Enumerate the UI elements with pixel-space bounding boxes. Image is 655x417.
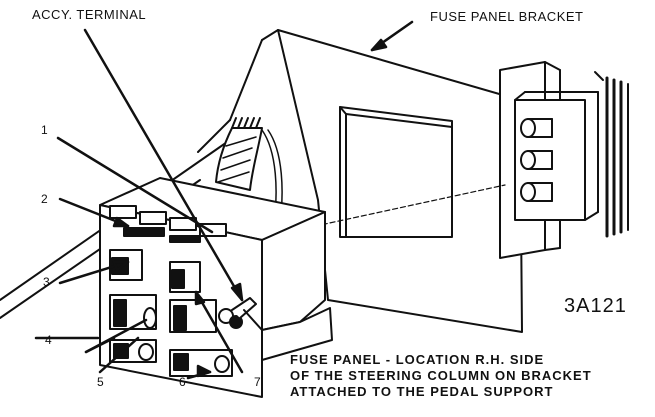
- caption-line-2: OF THE STEERING COLUMN ON BRACKET: [290, 368, 592, 383]
- callout-7: 7: [254, 375, 261, 389]
- figure-code: 3A121: [564, 295, 627, 317]
- accy-terminal-label: ACCY. TERMINAL: [32, 7, 147, 22]
- fuse-panel-body: [99, 177, 333, 398]
- bulkhead-connector: [499, 61, 629, 259]
- callout-3: 3: [43, 275, 50, 289]
- caption-line-1: FUSE PANEL - LOCATION R.H. SIDE: [290, 352, 545, 367]
- fuse-panel-bracket-label: FUSE PANEL BRACKET: [430, 9, 584, 24]
- fuse-panel-bracket: [0, 29, 523, 333]
- callout-6: 6: [179, 375, 186, 389]
- callout-2: 2: [41, 192, 48, 206]
- caption-line-3: ATTACHED TO THE PEDAL SUPPORT: [290, 384, 554, 399]
- leader-lines: [34, 20, 414, 380]
- callout-4: 4: [45, 333, 52, 347]
- callout-1: 1: [41, 123, 48, 137]
- callout-5: 5: [97, 375, 104, 389]
